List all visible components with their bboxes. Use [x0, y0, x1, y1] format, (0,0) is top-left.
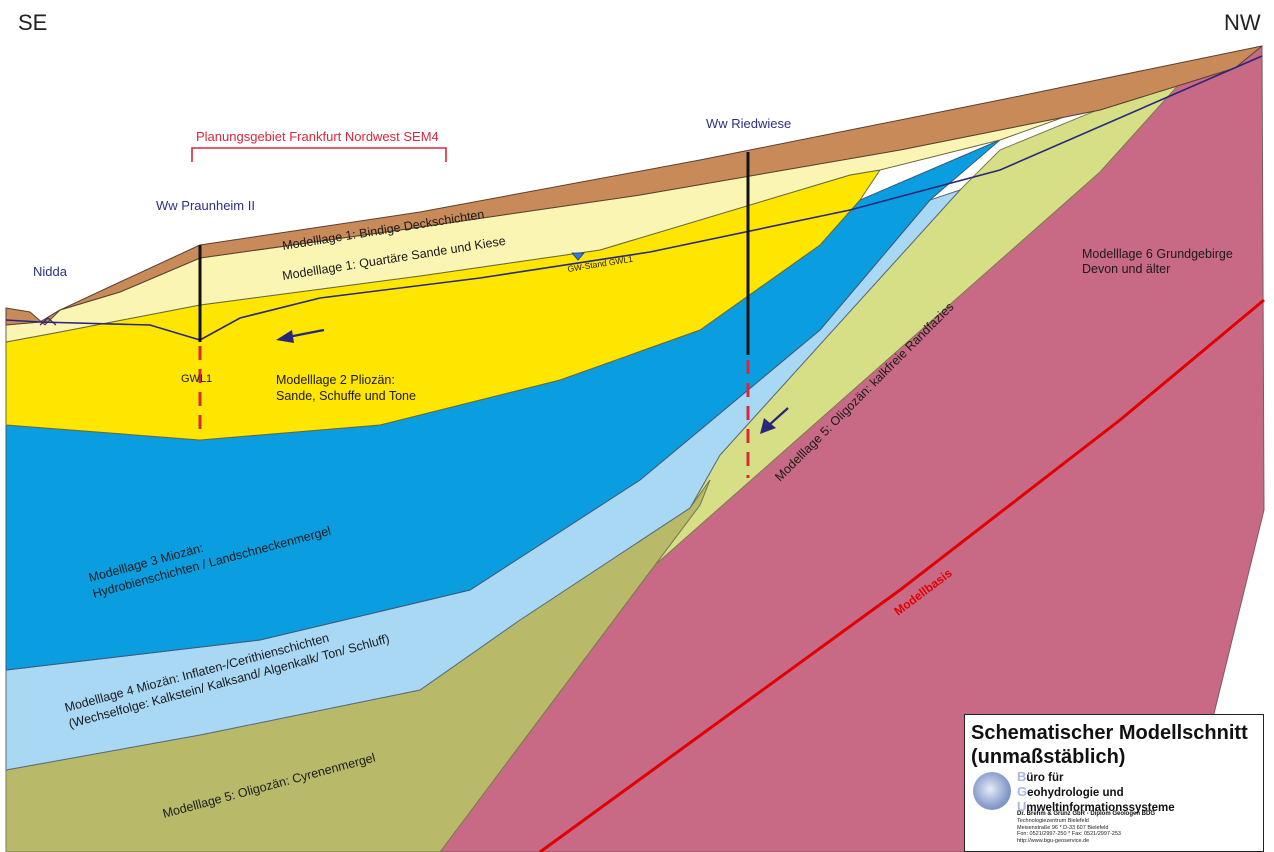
- address-line-3: Fon: 0521/2997-250 * Fax: 0521/2997-253: [1017, 831, 1121, 837]
- well-praunheim-label: Ww Praunheim II: [156, 198, 255, 213]
- firm-name: Dr. Brehm & Grünz GbR - Diplom Geologen …: [1017, 811, 1156, 817]
- address-line-4: http://www.bgu-geoservice.de: [1017, 837, 1090, 844]
- company-logo-icon: [973, 772, 1011, 810]
- groundwater-level-marker-icon: [571, 252, 585, 261]
- title-line-2: (unmaßstäblich): [971, 746, 1126, 768]
- org-line-1: üro für: [1026, 772, 1064, 784]
- aquifer-label: GWL1: [181, 373, 212, 385]
- direction-se-label: SE: [18, 10, 47, 35]
- organization-name: Büro für Geohydrologie und Umweltinforma…: [1017, 770, 1175, 815]
- direction-nw-label: NW: [1224, 10, 1261, 35]
- well-riedwiese-label: Ww Riedwiese: [706, 116, 791, 131]
- flow-arrow-left-icon: [276, 328, 325, 343]
- org-cap-g: G: [1017, 784, 1028, 799]
- planning-area-label: Planungsgebiet Frankfurt Nordwest SEM4: [196, 129, 439, 144]
- model-base-line: [539, 298, 1265, 852]
- planning-area-bracket: [191, 147, 447, 162]
- address-line-2: Meisenstraße 96 * D-33 607 Bielefeld: [1017, 824, 1109, 831]
- layer-label-basement-2: Devon und älter: [1082, 262, 1170, 276]
- org-line-3: mweltinformationssysteme: [1026, 802, 1175, 814]
- org-line-2: eohydrologie und: [1027, 787, 1124, 799]
- address-line-1: Technologiezentrum Bielefeld: [1017, 818, 1089, 824]
- address-block: Technologiezentrum Bielefeld Meisenstraß…: [1017, 818, 1121, 844]
- flow-arrow-down-left-icon: [760, 407, 789, 434]
- org-cap-u: U: [1017, 799, 1027, 814]
- title-text: Schematischer Modellschnitt (unmaßstäbli…: [971, 721, 1248, 769]
- title-block: Schematischer Modellschnitt (unmaßstäbli…: [964, 714, 1264, 852]
- river-nidda-label: Nidda: [33, 264, 68, 279]
- layer-label-basement-1: Modelllage 6 Grundgebirge: [1082, 247, 1233, 261]
- nidda-water-line: [39, 317, 57, 326]
- title-line-1: Schematischer Modellschnitt: [971, 722, 1248, 744]
- layer-label-pliocene-1: Modelllage 2 Pliozän:: [276, 373, 395, 387]
- org-cap-b: B: [1017, 769, 1027, 784]
- water-table-line: [5, 55, 1263, 341]
- layer-label-pliocene-2: Sande, Schuffe und Tone: [276, 389, 416, 403]
